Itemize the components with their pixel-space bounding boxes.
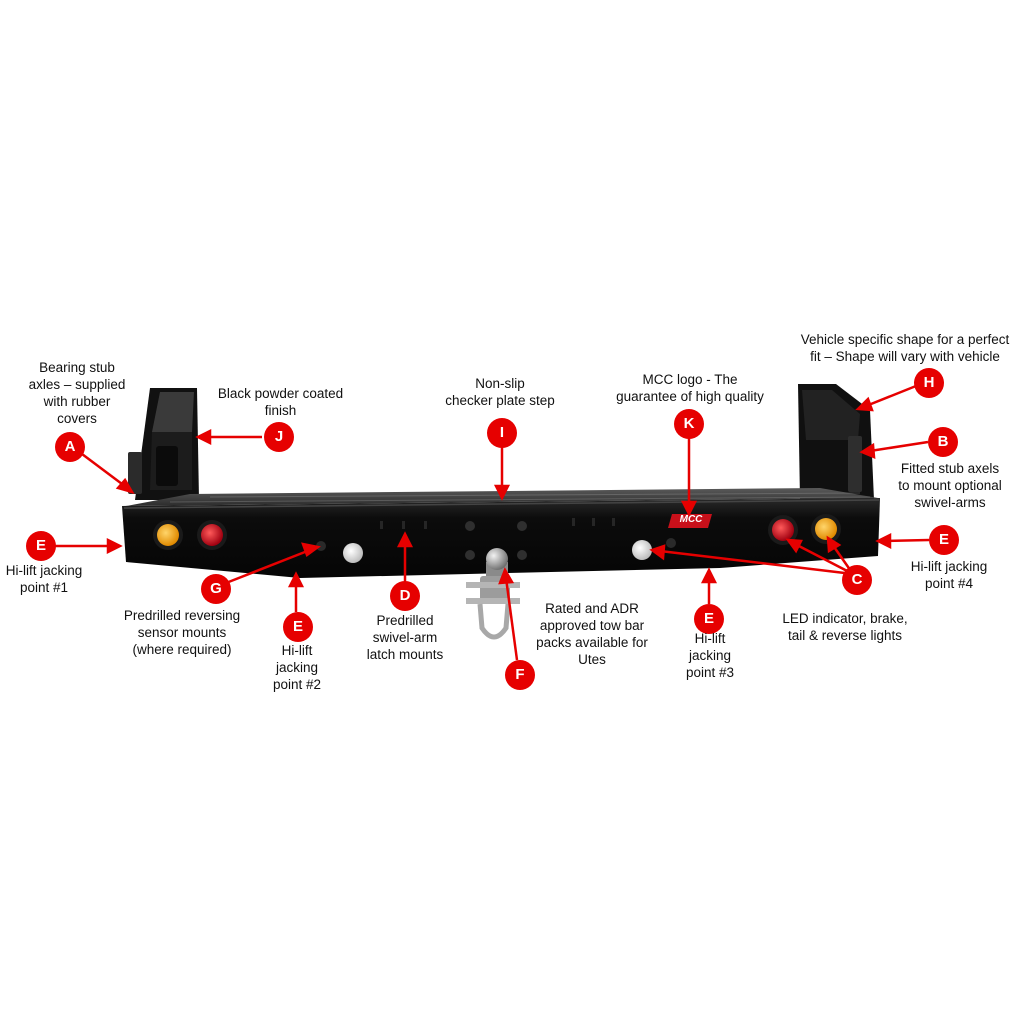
label-k: MCC logo - The guarantee of high quality [616,372,764,404]
label-f: Rated and ADR approved tow bar packs ava… [536,601,648,667]
badge-c: C [842,565,872,595]
sensor-mount-right [666,538,676,548]
badge-e1: E [26,531,56,561]
label-a: Bearing stub axles – supplied with rubbe… [28,360,126,426]
badge-b: B [928,427,958,457]
badge-g: G [201,574,231,604]
left-reverse-light [343,543,363,563]
badge-d: D [390,581,420,611]
left-stub-axle [128,452,142,494]
mcc-logo-text: MCC [679,514,703,525]
swivel-arm-latch-slots [380,518,615,529]
badge-j: J [264,422,294,452]
badge-e2: E [283,612,313,642]
label-c: LED indicator, brake, tail & reverse lig… [782,611,908,643]
right-stub-axle [848,436,862,492]
badge-i: I [487,418,517,448]
right-reverse-light [632,540,652,560]
label-e1: Hi-lift jacking point #1 [5,563,83,595]
callout-arrows [54,384,930,661]
label-g: Predrilled reversing sensor mounts (wher… [123,608,241,657]
sensor-mount-left [316,541,326,551]
right-indicator-light [815,518,837,540]
right-brake-light [772,519,794,541]
label-e4: Hi-lift jacking point #4 [910,559,988,591]
label-b: Fitted stub axels to mount optional swiv… [898,461,1002,510]
label-h: Vehicle specific shape for a perfect fit… [800,332,1010,364]
label-i: Non-slip checker plate step [445,376,555,408]
right-upright [798,384,874,500]
left-indicator-light [157,524,179,546]
badge-f: F [505,660,535,690]
label-d: Predrilled swivel-arm latch mounts [366,613,444,662]
badge-k: K [674,409,704,439]
label-j: Black powder coated finish [217,386,344,418]
mcc-logo-plate [668,514,712,528]
left-upright [128,388,199,500]
left-brake-light [201,524,223,546]
badge-e3: E [694,604,724,634]
label-e2: Hi-lift jacking point #2 [272,643,322,692]
badge-h: H [914,368,944,398]
badge-e4: E [929,525,959,555]
badge-a: A [55,432,85,462]
label-e3: Hi-lift jacking point #3 [685,631,735,680]
